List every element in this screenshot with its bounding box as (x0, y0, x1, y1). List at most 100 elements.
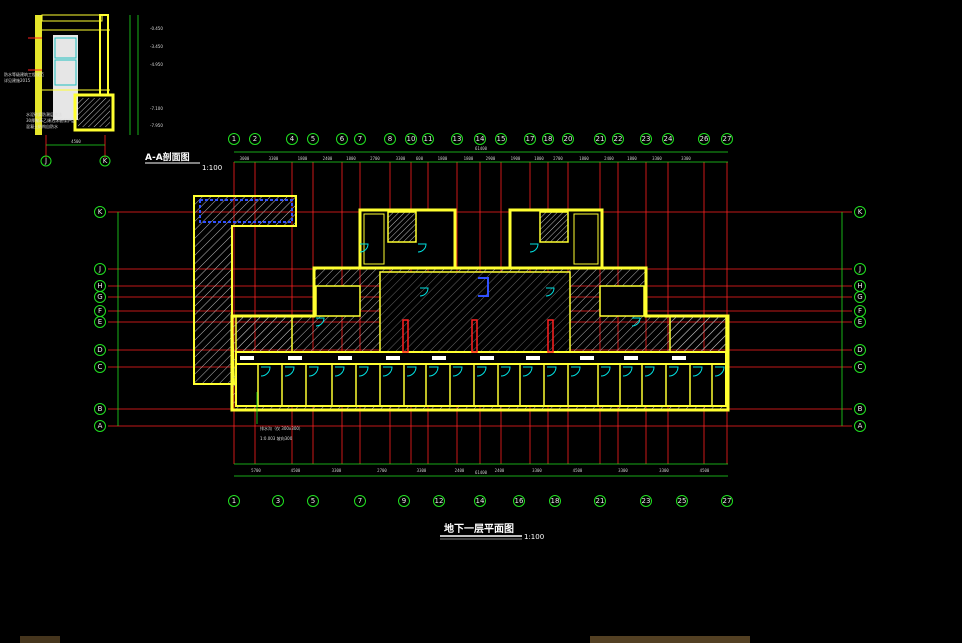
top-dim: 3300 (269, 156, 279, 161)
top-dim: 1800 (298, 156, 308, 161)
svg-text:4: 4 (290, 135, 295, 143)
svg-text:12: 12 (435, 497, 444, 505)
axis-top-15: 15 (495, 133, 507, 145)
svg-text:J: J (858, 265, 861, 273)
section-note-2: 详见建施2015 (4, 77, 31, 83)
axis-bottom-14: 14 (474, 495, 486, 507)
drainage-note: 排水沟（仅 300x300） 1:0.003 坡向300 (256, 392, 303, 441)
svg-text:6: 6 (340, 135, 345, 143)
bottom-dim: 3300 (332, 468, 342, 473)
axis-top-13: 13 (451, 133, 463, 145)
axis-bottom-16: 16 (513, 495, 525, 507)
svg-text:J: J (44, 157, 47, 165)
axis-bottom-18: 18 (549, 495, 561, 507)
svg-text:B: B (858, 405, 863, 413)
axis-left-G: G (94, 291, 106, 303)
axis-left-F: F (94, 305, 106, 317)
storage-cells (240, 356, 713, 406)
axis-left-A: A (94, 420, 106, 432)
section-title-block: A-A剖面图 1:100 (145, 151, 222, 172)
axis-right-D: D (854, 344, 866, 356)
section-scale: 1:100 (202, 164, 222, 172)
section-note-1: 防水等级建筑工程规范 (4, 71, 44, 77)
svg-text:7: 7 (358, 497, 362, 505)
axis-right-G: G (854, 291, 866, 303)
top-dim: 2700 (553, 156, 563, 161)
axis-bottom-25: 25 (676, 495, 688, 507)
svg-text:10: 10 (407, 135, 416, 143)
drainage-note-line-2: 1:0.003 坡向300 (260, 435, 293, 441)
svg-text:A: A (98, 422, 103, 430)
top-dim: 1800 (579, 156, 589, 161)
axis-top-5: 5 (307, 133, 319, 145)
axis-bottom-3: 3 (272, 495, 284, 507)
svg-text:13: 13 (453, 135, 462, 143)
bottom-dim: 4500 (573, 468, 583, 473)
axis-right-F: F (854, 305, 866, 317)
svg-text:16: 16 (515, 497, 524, 505)
top-dim: 2900 (486, 156, 496, 161)
bottom-dim: 5700 (251, 468, 261, 473)
svg-text:H: H (97, 282, 102, 290)
bottom-dim: 2400 (455, 468, 465, 473)
section-axis-k: K (99, 155, 111, 167)
svg-text:14: 14 (476, 497, 485, 505)
svg-text:9: 9 (402, 497, 406, 505)
axis-top-6: 6 (336, 133, 348, 145)
bottom-strip (20, 636, 750, 643)
axis-top-27: 27 (721, 133, 733, 145)
axis-right-E: E (854, 316, 866, 328)
axis-top-18: 18 (542, 133, 554, 145)
axis-top-17: 17 (524, 133, 536, 145)
top-dim: 600 (416, 156, 424, 161)
svg-text:25: 25 (678, 497, 687, 505)
axis-bottom-21: 21 (594, 495, 606, 507)
svg-text:26: 26 (700, 135, 709, 143)
section-title: A-A剖面图 (145, 151, 190, 163)
top-dim: 1800 (534, 156, 544, 161)
svg-text:K: K (98, 208, 103, 216)
axis-top-26: 26 (698, 133, 710, 145)
svg-text:27: 27 (723, 497, 732, 505)
svg-text:15: 15 (497, 135, 506, 143)
svg-text:5: 5 (311, 135, 315, 143)
axis-right-J: J (854, 263, 866, 275)
svg-text:C: C (858, 363, 863, 371)
svg-text:23: 23 (642, 497, 651, 505)
svg-text:5: 5 (311, 497, 315, 505)
axis-left-E: E (94, 316, 106, 328)
svg-text:1: 1 (232, 135, 236, 143)
section-notes: 防水等级建筑工程规范 详见建施2015 水泥砂浆防潮层做法 30厚聚苯乙烯泡沫板… (4, 71, 75, 129)
axis-top-2: 2 (249, 133, 261, 145)
axis-top-7: 7 (354, 133, 366, 145)
bottom-dim: 4500 (291, 468, 301, 473)
building-walls (193, 195, 730, 412)
bottom-dim: 3300 (618, 468, 628, 473)
axis-bottom-5: 5 (307, 495, 319, 507)
top-dim: 3000 (240, 156, 250, 161)
drainage-note-line-1: 排水沟（仅 300x300） (260, 425, 303, 431)
axis-right-H: H (854, 280, 866, 292)
axis-top-14: 14 (474, 133, 486, 145)
svg-text:4500: 4500 (71, 139, 81, 144)
svg-text:B: B (98, 405, 103, 413)
axis-top-24: 24 (662, 133, 674, 145)
axis-left-B: B (94, 403, 106, 415)
bottom-dim: 3300 (417, 468, 427, 473)
svg-text:K: K (103, 157, 108, 165)
axis-top-1: 1 (228, 133, 240, 145)
axis-right-K: K (854, 206, 866, 218)
plan-title: 地下一层平面图 (444, 522, 514, 535)
axis-left-D: D (94, 344, 106, 356)
overall-dim-bottom: 61400 (475, 470, 488, 475)
axis-left-C: C (94, 361, 106, 373)
svg-text:G: G (97, 293, 102, 301)
plan-title-block: 地下一层平面图 1:100 (440, 522, 544, 541)
svg-text:K: K (858, 208, 863, 216)
top-dim: 2400 (323, 156, 333, 161)
axis-top-11: 11 (422, 133, 434, 145)
top-dim: 3300 (396, 156, 406, 161)
svg-text:18: 18 (551, 497, 560, 505)
